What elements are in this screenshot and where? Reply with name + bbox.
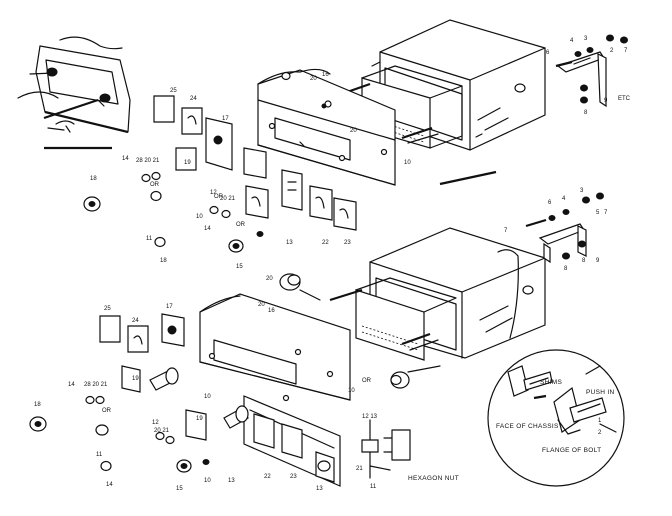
part-number-21: 21	[356, 466, 363, 472]
part-number-13b: 13	[228, 478, 235, 484]
part-number-10c: 10	[348, 388, 355, 394]
part-number-18b: 18	[160, 258, 167, 264]
part-number-11c: 11	[370, 484, 377, 490]
part-number-14: 14	[122, 156, 129, 162]
face-of-chassis-inset	[487, 349, 625, 487]
part-number-15: 15	[236, 264, 243, 270]
label-push-in: PUSH IN	[586, 389, 614, 396]
part-number-23b: 23	[290, 474, 297, 480]
part-number-24b: 24	[132, 318, 139, 324]
part-number-22: 22	[322, 240, 329, 246]
part-number-2: 2	[610, 48, 614, 54]
part-number-12b: 12	[152, 420, 159, 426]
label-or-4: OR	[102, 408, 112, 414]
radio-chassis-lower	[329, 227, 546, 361]
part-number-2b: 2	[598, 430, 602, 436]
mounting-bracket-upper	[555, 34, 628, 108]
part-number-12: 12	[210, 190, 217, 196]
part-number-20-21: 20 21	[220, 196, 236, 202]
part-number-10: 10	[196, 214, 203, 220]
part-number-6: 6	[546, 50, 550, 56]
part-number-22b: 22	[264, 474, 271, 480]
part-number-11b: 11	[96, 452, 103, 458]
part-number-11: 11	[146, 236, 153, 242]
part-number-8: 8	[584, 110, 588, 116]
part-number-20b: 20	[350, 128, 357, 134]
part-number-8b: 8	[564, 266, 568, 272]
label-face-of-chassis: FACE OF CHASSIS	[496, 423, 559, 430]
part-number-13c: 13	[316, 486, 323, 492]
part-number-14b: 14	[204, 226, 211, 232]
part-number-1: 1	[598, 418, 602, 424]
part-number-4b: 4	[562, 196, 566, 202]
part-number-4: 4	[570, 38, 574, 44]
dash-panel-detail	[17, 36, 131, 150]
part-number-9b: 9	[596, 258, 600, 264]
part-number-18: 18	[90, 176, 97, 182]
part-number-28-20-21: 28 20 21	[136, 158, 160, 164]
part-number-18c: 18	[34, 402, 41, 408]
part-number-19: 19	[184, 160, 191, 166]
part-number-3b: 3	[580, 188, 584, 194]
part-number-30: 10	[204, 394, 211, 400]
part-number-14d: 14	[106, 482, 113, 488]
mounting-bracket-lower	[439, 170, 604, 264]
part-number-20-21b: 20 21	[154, 428, 170, 434]
part-number-23: 23	[344, 240, 351, 246]
part-number-20d: 20	[258, 302, 265, 308]
label-or-5: OR	[362, 378, 372, 384]
part-number-14c: 14	[68, 382, 75, 388]
part-number-8c: 8	[582, 258, 586, 264]
part-number-7c: 7	[504, 228, 508, 234]
callout-labels: SHIMS PUSH IN FACE OF CHASSIS FLANGE OF …	[102, 96, 631, 482]
part-number-5: 5	[596, 210, 600, 216]
part-number-25: 25	[170, 88, 177, 94]
part-number-6b: 6	[548, 200, 552, 206]
part-number-9: 9	[604, 98, 608, 104]
spacer-sleeves	[279, 273, 441, 389]
part-number-17b: 17	[166, 304, 173, 310]
part-number-7b: 7	[604, 210, 608, 216]
part-number-28-20-21b: 28 20 21	[84, 382, 108, 388]
part-number-16b: 16	[268, 308, 275, 314]
part-number-labels: 25 24 17 19 14 28 20 21 18 11 18 12 20 2…	[34, 36, 628, 492]
front-panel-lower	[199, 293, 351, 487]
part-number-12-13: 12 13	[362, 414, 378, 420]
part-number-20c: 20	[266, 276, 273, 282]
knob-and-plate-set-lower	[29, 313, 249, 473]
part-number-19b: 19	[132, 376, 139, 382]
label-flange-of-bolt: FLANGE OF BOLT	[542, 447, 601, 454]
label-or-2: OR	[214, 194, 224, 200]
front-panel-upper	[257, 68, 396, 186]
label-shims: SHIMS	[540, 379, 562, 386]
part-number-7: 7	[624, 48, 628, 54]
part-number-10d: 10	[204, 478, 211, 484]
label-hexagon-nut: HEXAGON NUT	[408, 475, 459, 482]
part-number-10b: 10	[404, 160, 411, 166]
part-number-20: 20	[310, 76, 317, 82]
part-number-24: 24	[190, 96, 197, 102]
knob-and-plate-set-upper	[83, 71, 357, 253]
part-number-25b: 25	[104, 306, 111, 312]
part-number-16: 16	[322, 72, 329, 78]
part-number-15b: 15	[176, 486, 183, 492]
part-number-13: 13	[286, 240, 293, 246]
label-or-3: OR	[236, 222, 246, 228]
part-number-17: 17	[222, 116, 229, 122]
part-number-19c: 19	[196, 416, 203, 422]
label-or-1: OR	[150, 182, 160, 188]
label-etc: ETC	[618, 96, 631, 102]
hexagon-nut-detail	[361, 419, 411, 479]
part-number-3: 3	[584, 36, 588, 42]
